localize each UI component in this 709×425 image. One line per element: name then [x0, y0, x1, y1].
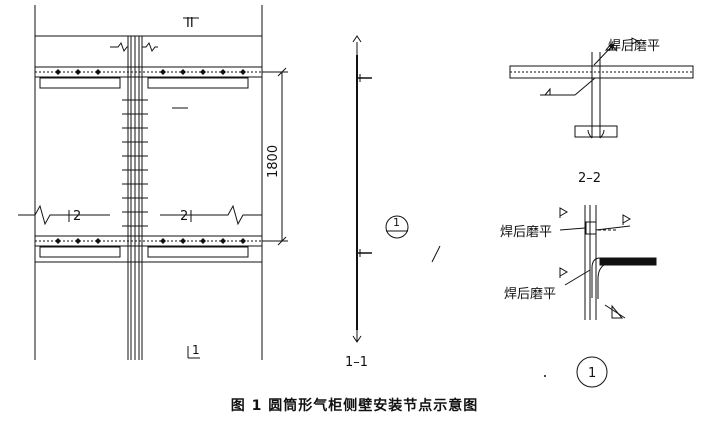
section-2-2-note: 焊后磨平 [608, 38, 660, 54]
section-mark-left: 2 [73, 209, 81, 224]
figure-caption: 图 1 圆筒形气柜侧壁安装节点示意图 [230, 398, 479, 414]
detail-1-view [559, 205, 657, 388]
section-mark-bottom: 1 [192, 343, 200, 357]
section-mark-top: II [186, 16, 194, 31]
detail-ref-label: 1 [393, 216, 400, 229]
section-2-2-view [509, 37, 694, 139]
break-line-top-right [142, 41, 158, 53]
section-2-2-plate [509, 65, 694, 79]
section-mark-right: 2 [180, 209, 188, 224]
detail-1-circle [576, 356, 608, 388]
break-line-top-left [110, 41, 128, 53]
main-elevation-view [18, 5, 288, 360]
detail-note-lower: 焊后磨平 [504, 286, 556, 302]
detail-stiffener [599, 257, 657, 266]
section-2-2-title: 2–2 [578, 171, 601, 186]
dimension-text: 1800 [266, 145, 281, 178]
seam-rivets [55, 69, 246, 244]
section-1-1-view [352, 35, 409, 343]
column-rivets [122, 99, 148, 227]
section-1-1-title: 1–1 [345, 355, 368, 370]
detail-1-label: 1 [588, 366, 596, 381]
section-2-2-flange [574, 125, 618, 138]
detail-note-upper: 焊后磨平 [500, 224, 552, 240]
break-line-right [160, 204, 262, 226]
break-line-left [18, 204, 110, 226]
detail-ref-circle [385, 215, 409, 239]
